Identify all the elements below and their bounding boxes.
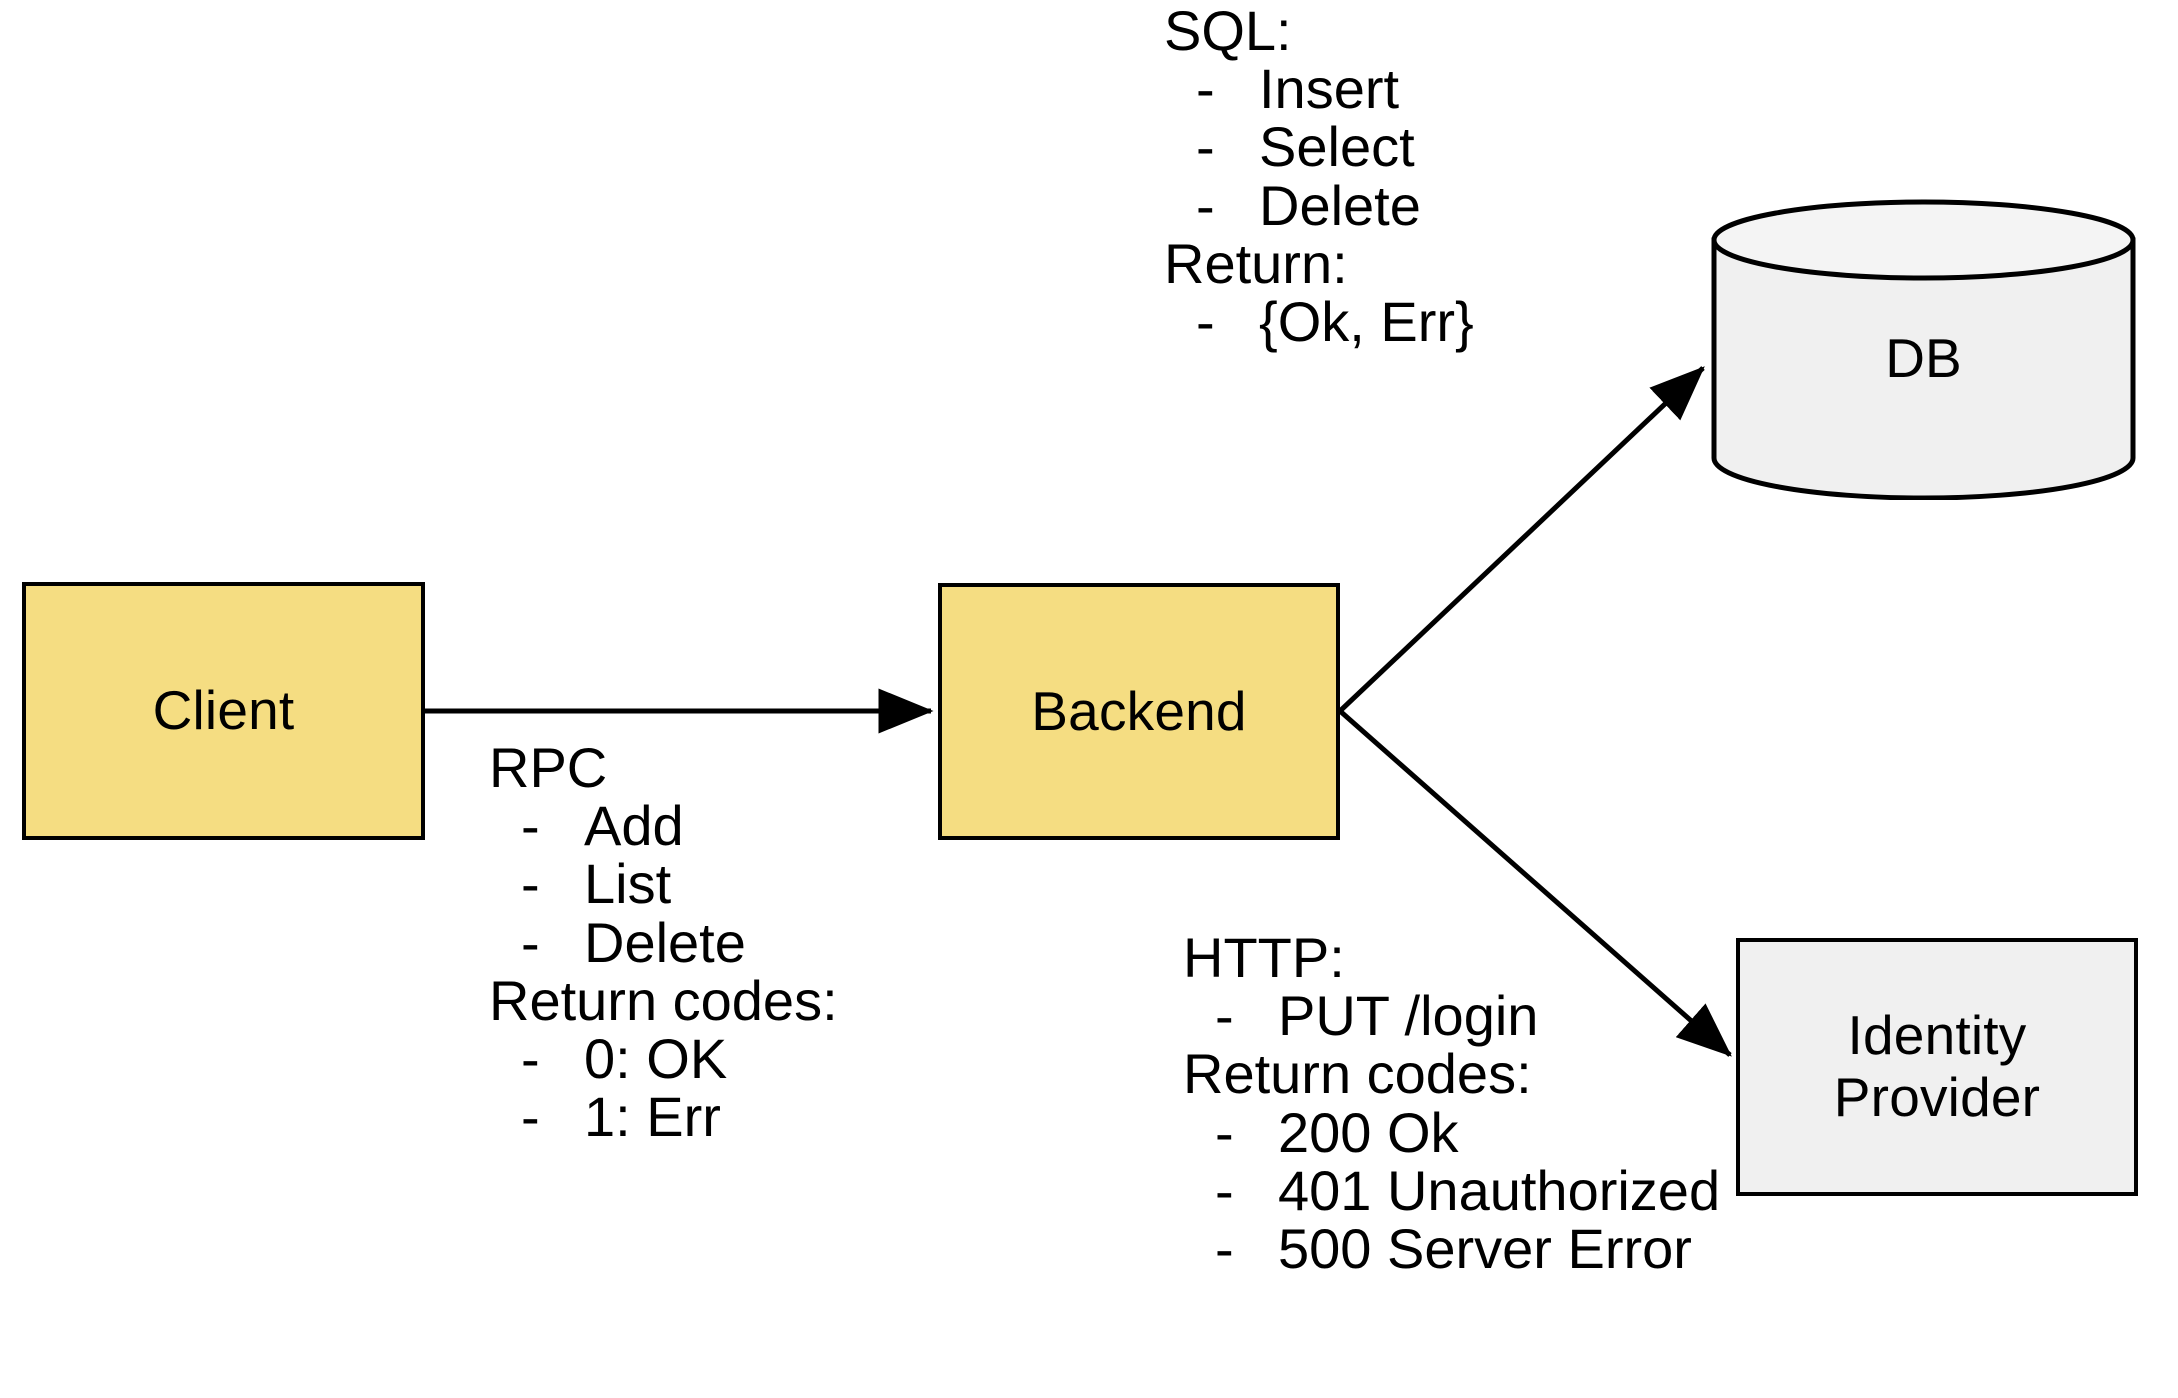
annotation-sql-sublist: - {Ok, Err} (1164, 290, 1474, 354)
list-item: - Add (489, 794, 838, 858)
bullet-dash: - (1196, 290, 1215, 354)
list-item: - Delete (489, 910, 838, 974)
list-item: - 200 Ok (1183, 1100, 1720, 1164)
annotation-rpc-list: - Add - List - Delete (489, 794, 838, 974)
annotation-http: HTTP: - PUT /login Return codes: - 200 O… (1183, 926, 1721, 1281)
node-identity-provider-label-wrap: Identity Provider (1834, 1005, 2040, 1128)
node-client[interactable]: Client (22, 582, 425, 840)
list-item: - 401 Unauthorized (1183, 1158, 1721, 1222)
annotation-rpc: RPC - Add - List - Delete Return codes: … (489, 736, 838, 1147)
list-item: - {Ok, Err} (1164, 290, 1474, 354)
annotation-http-sublist: - 200 Ok - 401 Unauthorized - 500 Server… (1183, 1100, 1721, 1281)
bullet-dash: - (521, 1085, 540, 1149)
list-item-label: Insert (1259, 57, 1400, 121)
bullet-dash: - (1196, 115, 1215, 179)
bullet-dash: - (1215, 1100, 1234, 1164)
bullet-dash: - (521, 852, 540, 916)
db-cylinder-icon (1711, 199, 2136, 500)
annotation-rpc-heading: RPC (489, 736, 608, 799)
list-item-label: Add (584, 794, 684, 858)
annotation-http-list: - PUT /login (1183, 984, 1720, 1048)
list-item: - Delete (1164, 173, 1474, 237)
list-item: - Select (1164, 118, 1474, 176)
bullet-dash: - (521, 1027, 540, 1091)
list-item-label: PUT /login (1278, 984, 1539, 1048)
annotation-rpc-subheading: Return codes: (489, 968, 838, 1032)
list-item-label: 401 Unauthorized (1278, 1158, 1721, 1222)
annotation-rpc-sublist: - 0: OK - 1: Err (489, 1027, 838, 1146)
list-item-label: Select (1259, 115, 1415, 179)
list-item: - Insert (1164, 57, 1474, 121)
list-item: - PUT /login (1183, 984, 1720, 1048)
node-backend-label: Backend (1031, 679, 1247, 742)
list-item: - 1: Err (489, 1088, 838, 1146)
bullet-dash: - (1196, 57, 1215, 121)
bullet-dash: - (1215, 1217, 1234, 1281)
bullet-dash: - (521, 794, 540, 858)
list-item: - 0: OK (489, 1027, 838, 1091)
node-client-label: Client (152, 679, 295, 742)
annotation-sql-heading: SQL: (1164, 0, 1292, 62)
list-item-label: {Ok, Err} (1259, 290, 1474, 354)
node-backend[interactable]: Backend (938, 583, 1340, 840)
node-db[interactable]: DB (1710, 198, 2137, 500)
bullet-dash: - (521, 910, 540, 974)
annotation-http-subheading: Return codes: (1183, 1042, 1532, 1106)
list-item-label: 0: OK (584, 1027, 728, 1091)
list-item-label: Delete (584, 910, 746, 974)
node-identity-provider-label-line1: Identity (1847, 1004, 2027, 1067)
node-identity-provider-label-line2: Provider (1833, 1066, 2041, 1128)
annotation-sql: SQL: - Insert - Select - Delete Return: … (1164, 0, 1474, 354)
bullet-dash: - (1215, 984, 1234, 1048)
list-item-label: 200 Ok (1278, 1100, 1459, 1164)
list-item-label: 500 Server Error (1278, 1217, 1692, 1281)
list-item: - List (489, 855, 838, 913)
node-identity-provider[interactable]: Identity Provider (1736, 938, 2138, 1196)
bullet-dash: - (1196, 173, 1215, 237)
annotation-sql-list: - Insert - Select - Delete (1164, 57, 1474, 237)
list-item-label: 1: Err (584, 1085, 721, 1149)
annotation-sql-subheading: Return: (1164, 231, 1348, 295)
node-db-label: DB (1885, 327, 1962, 389)
list-item-label: List (584, 852, 672, 916)
list-item: - 500 Server Error (1183, 1217, 1720, 1281)
edge-backend-to-db (1338, 366, 1705, 713)
annotation-http-heading: HTTP: (1183, 926, 1345, 989)
bullet-dash: - (1215, 1158, 1234, 1222)
list-item-label: Delete (1259, 173, 1421, 237)
